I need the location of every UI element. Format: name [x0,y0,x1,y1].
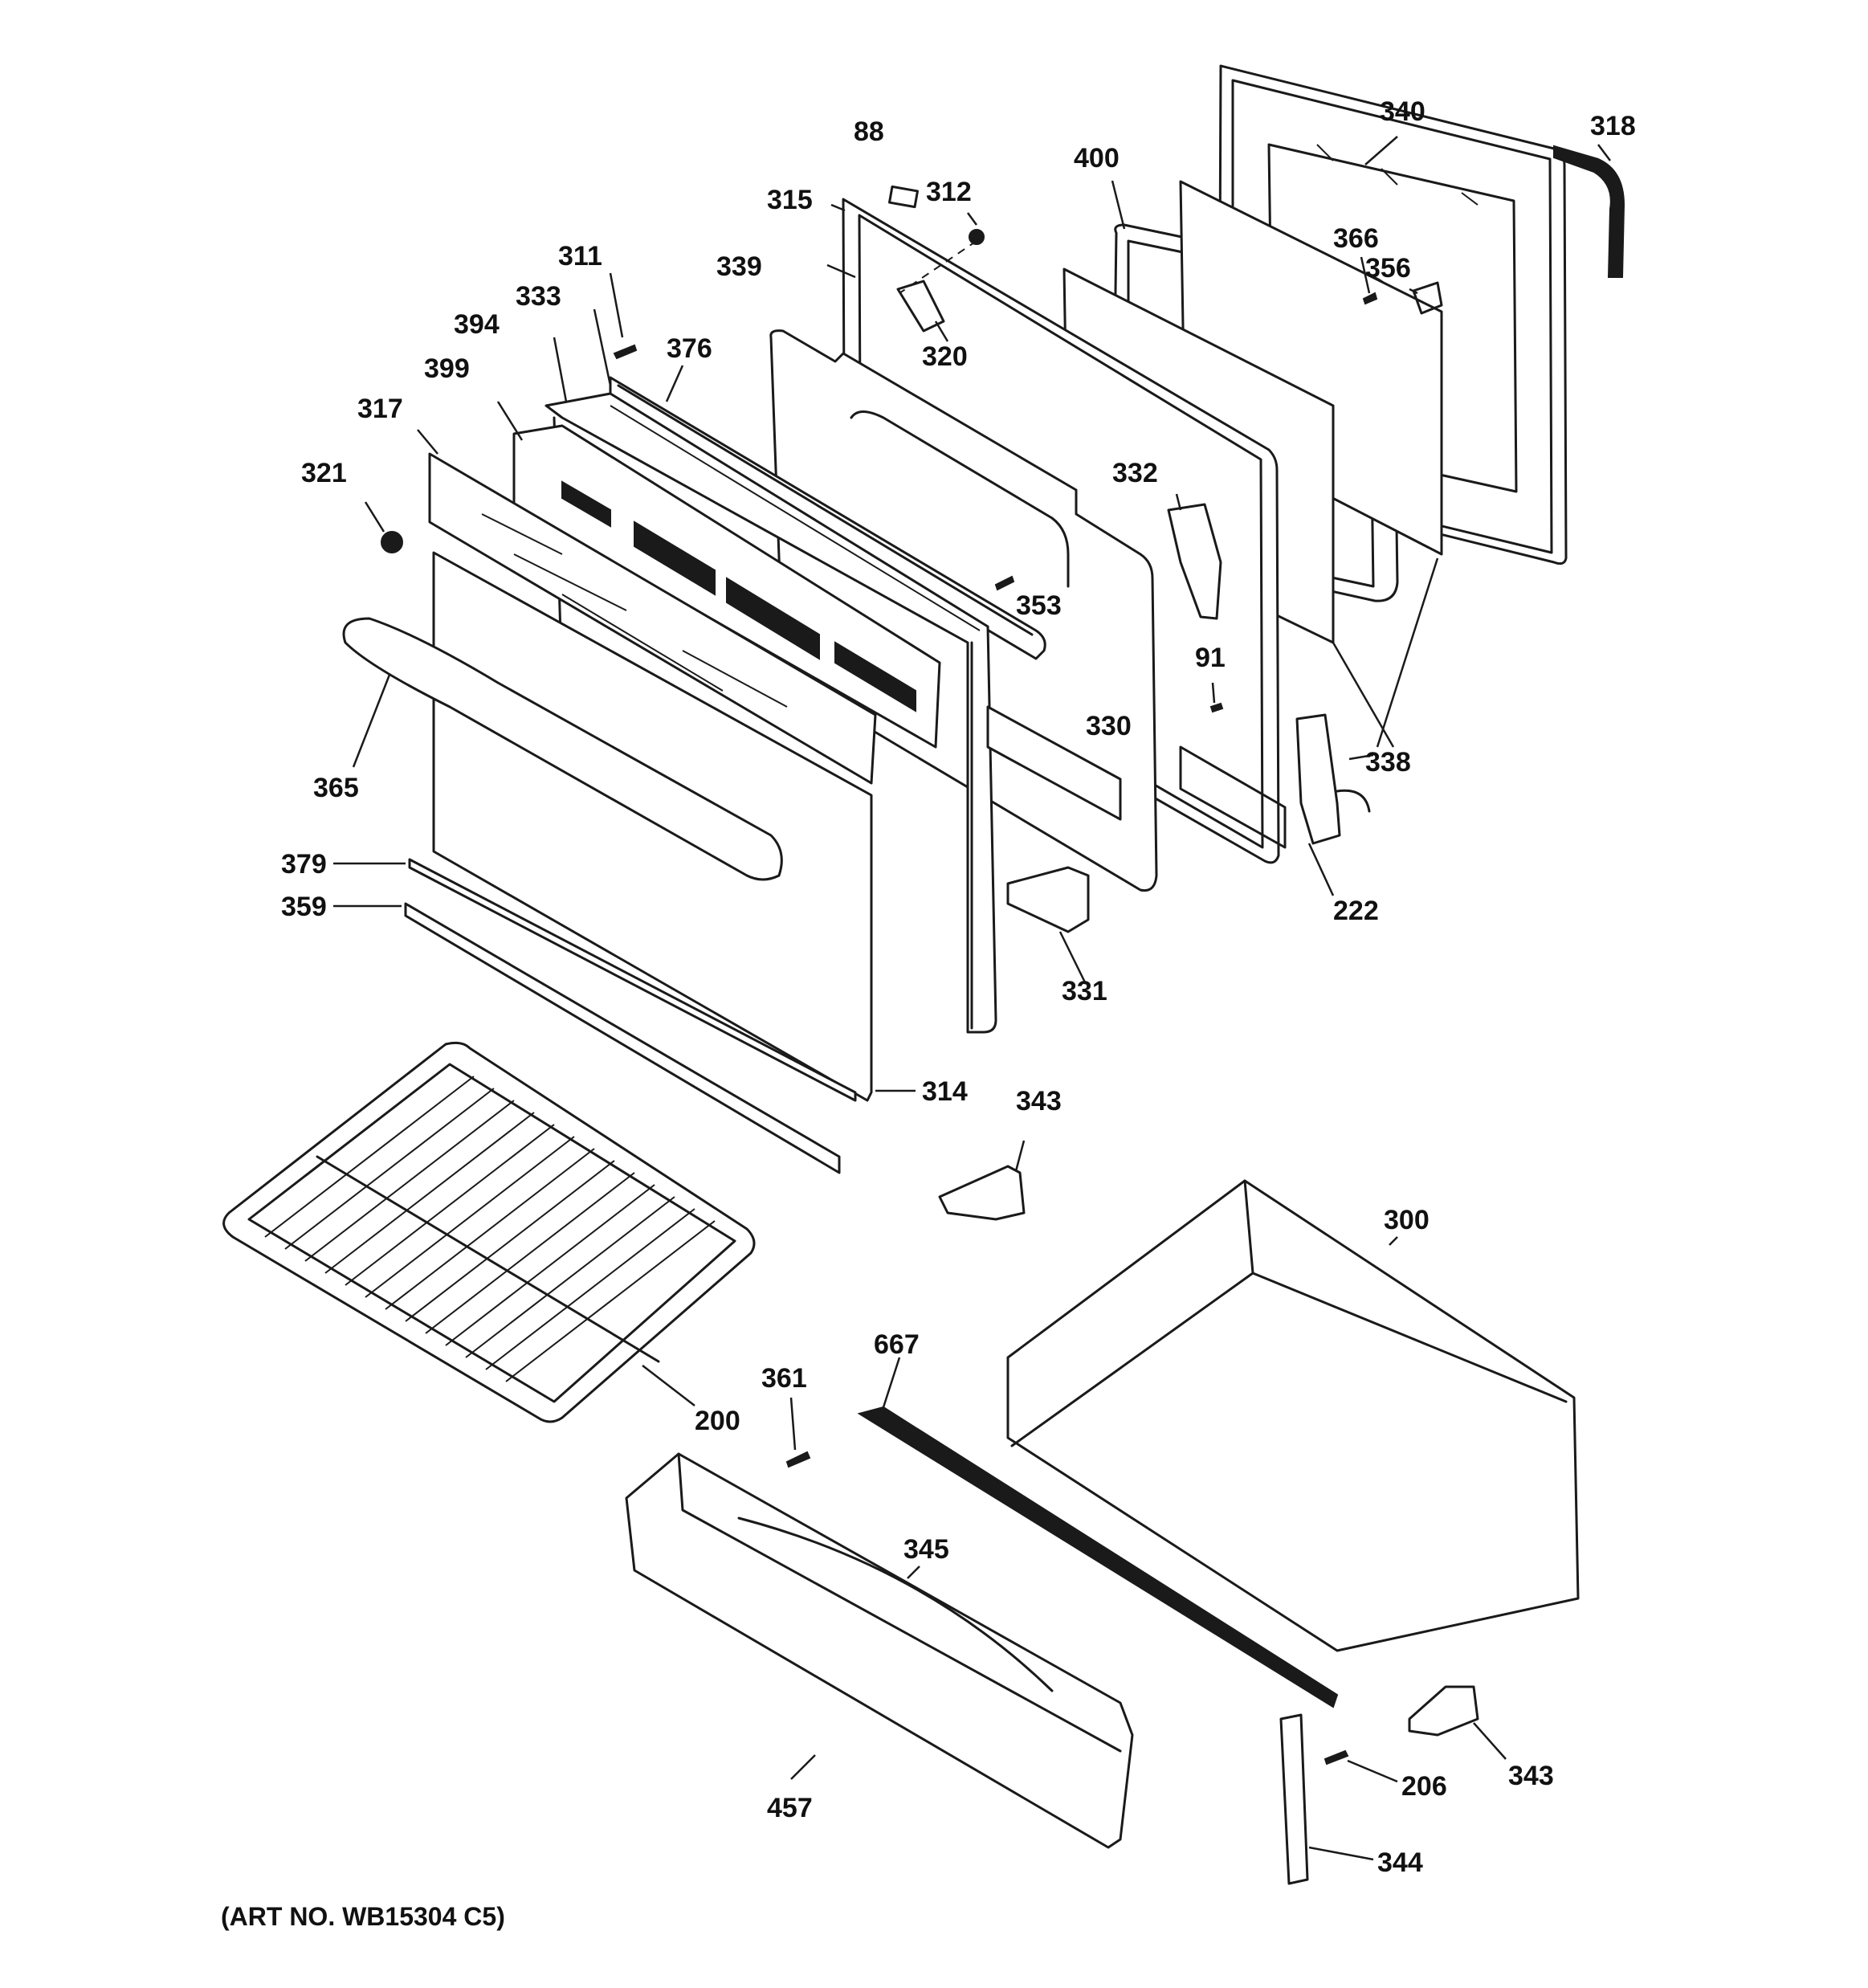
door-handle-365 [342,617,783,881]
door-gasket-318 [1553,145,1625,278]
callout-353: 353 [1016,590,1062,621]
callout-91: 91 [1195,643,1226,673]
screw-361 [785,1451,811,1468]
callout-222: 222 [1333,896,1379,926]
callout-340: 340 [1380,96,1425,127]
callout-312: 312 [926,177,972,207]
bracket-332 [1167,503,1222,620]
door-channel-376 [609,376,1046,660]
callout-332: 332 [1112,458,1158,488]
callout-667: 667 [874,1329,920,1360]
door-hinge-222 [1295,713,1371,845]
callout-338: 338 [1365,747,1411,778]
label-88 [888,185,919,209]
block-331 [1006,866,1090,933]
callout-457: 457 [767,1793,813,1823]
callout-359: 359 [281,892,327,922]
art-number-caption: (ART NO. WB15304 C5) [221,1902,505,1931]
drawer-slide-343-lower [1408,1685,1479,1737]
callout-317: 317 [357,394,403,424]
callout-344: 344 [1377,1847,1423,1878]
callout-394: 394 [454,309,500,340]
callout-315: 315 [767,185,813,215]
bracket-356 [1412,281,1443,315]
screw-206 [1324,1749,1349,1766]
callout-88: 88 [854,116,884,147]
callout-321: 321 [301,458,347,488]
nut-312 [969,229,985,245]
callout-365: 365 [313,773,359,803]
callout-376: 376 [667,333,712,364]
callout-361: 361 [761,1363,807,1394]
callout-200: 200 [695,1406,740,1436]
callout-330: 330 [1086,711,1132,741]
drawer-seal-667 [857,1406,1339,1708]
callout-379: 379 [281,849,327,880]
callout-399: 399 [424,353,470,384]
callout-343-upper: 343 [1016,1086,1062,1116]
callout-331: 331 [1062,976,1107,1006]
callout-339: 339 [716,251,762,282]
trim-strip-379 [408,858,857,1102]
callout-333: 333 [516,281,561,312]
callout-343-lower: 343 [1508,1761,1554,1791]
callout-318: 318 [1590,111,1636,141]
drawer-body-300 [1006,1179,1580,1652]
screw-311 [613,344,638,360]
callout-300: 300 [1384,1205,1430,1235]
cover-330 [986,705,1122,821]
drawer-rail-344 [1279,1713,1309,1885]
callout-345: 345 [903,1534,949,1565]
screw-91 [1209,702,1224,713]
drawer-slide-343-upper [938,1165,1026,1221]
trim-strip-359 [404,902,841,1174]
callout-labels: 88 312 315 311 339 320 394 333 376 399 3… [281,96,1636,1878]
callout-356: 356 [1365,253,1411,284]
callout-320: 320 [922,341,968,372]
leader-lines [333,136,1611,1861]
callout-400: 400 [1074,143,1120,173]
callout-206: 206 [1401,1771,1447,1802]
drawer-front-457 [625,1452,1134,1849]
screw-366 [1362,292,1378,305]
door-outer-panel [432,551,873,1102]
vent-bracket-399 [512,424,941,749]
oven-rack-200 [222,1041,756,1423]
callout-311: 311 [558,241,602,271]
control-trim-317 [428,452,877,785]
callout-314: 314 [922,1076,968,1107]
hinge-bracket [1179,745,1287,849]
nut-321 [381,531,403,553]
callout-366: 366 [1333,223,1379,254]
bracket-320 [896,280,945,333]
